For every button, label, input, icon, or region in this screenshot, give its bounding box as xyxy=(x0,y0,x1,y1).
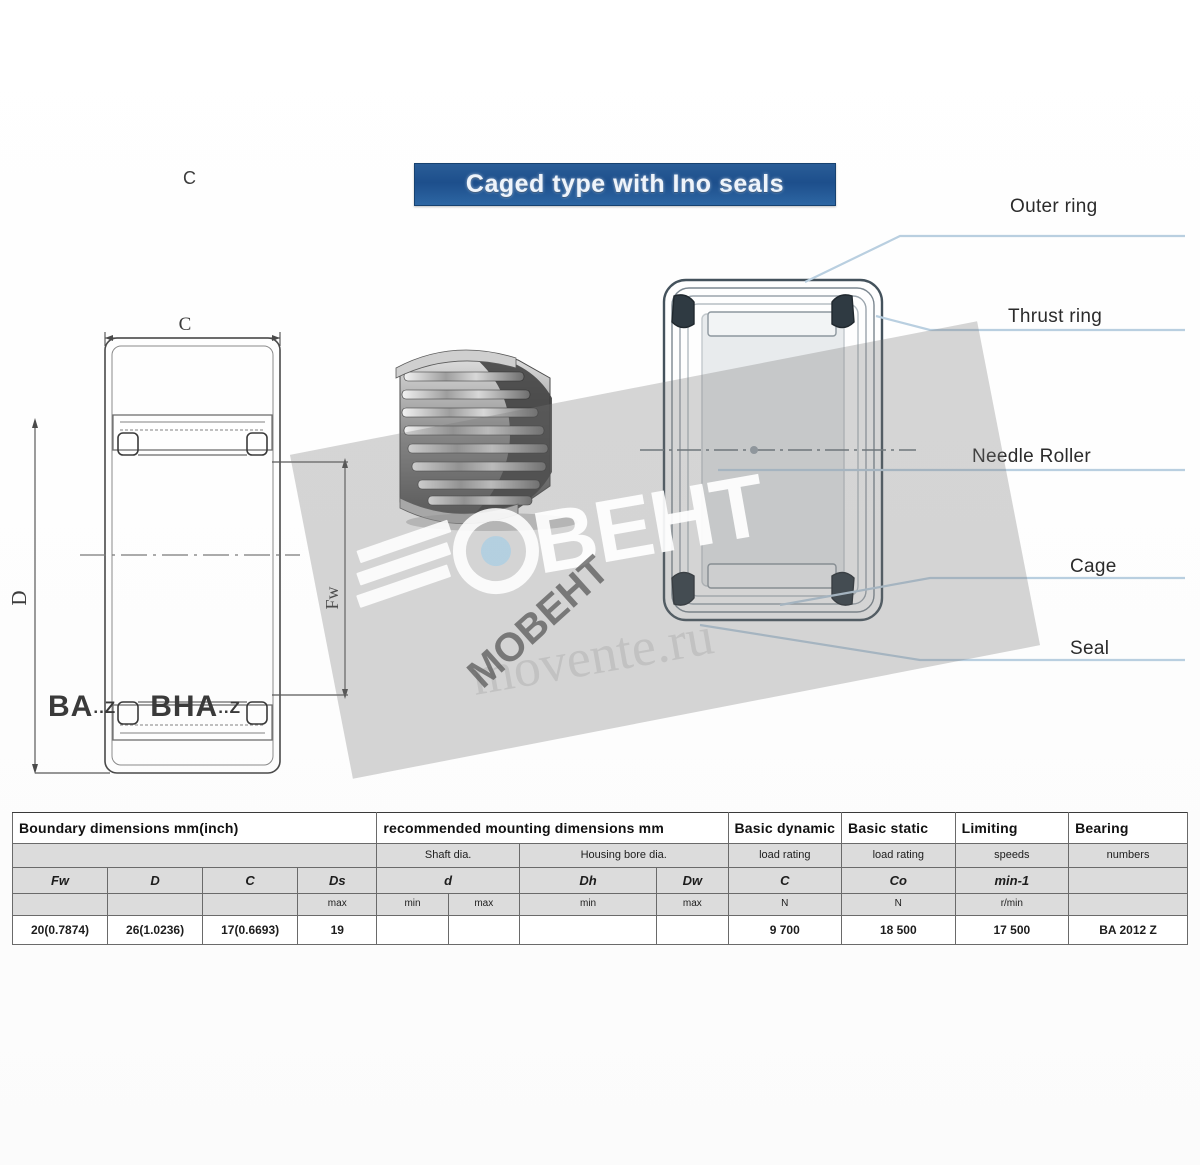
svg-text:C: C xyxy=(179,314,192,335)
group-basic-dynamic: Basic dynamic xyxy=(727,812,843,844)
designation-ba: BA..Z xyxy=(48,690,117,723)
cell-c-dyn: 9 700 xyxy=(727,915,843,945)
designation-bha: BHA..Z xyxy=(150,690,242,723)
unit-fw xyxy=(11,893,109,916)
needle-roller-cage-photo xyxy=(372,322,587,537)
subgroup-static-load-rating: load rating xyxy=(841,843,956,868)
cell-shaft-max xyxy=(447,915,520,945)
unit-c-dyn: N xyxy=(727,893,843,916)
section-title-text: Caged type with Ino seals xyxy=(465,170,785,198)
unit-co: N xyxy=(841,893,956,916)
symbol-d: D xyxy=(107,867,204,894)
cell-bearing-no: BA 2012 Z xyxy=(1068,915,1188,945)
group-mounting-dimensions: recommended mounting dimensions mm xyxy=(376,812,729,844)
section-title-banner: Caged type with Ino seals xyxy=(414,163,836,206)
cell-housing-max xyxy=(656,915,729,945)
symbol-speed: min-1 xyxy=(954,867,1070,894)
symbol-d-shaft: d xyxy=(376,867,520,894)
subgroup-housing-bore-dia: Housing bore dia. xyxy=(518,843,729,868)
subgroup-shaft-dia: Shaft dia. xyxy=(376,843,520,868)
symbol-c: C xyxy=(202,867,299,894)
cell-ds-max: 19 xyxy=(297,915,378,945)
bearing-designations: BA..Z BHA..Z xyxy=(48,690,241,724)
svg-text:Fw: Fw xyxy=(322,586,342,609)
unit-housing-max: max xyxy=(656,893,729,916)
callout-leader-lines xyxy=(699,234,1185,662)
symbol-dw: Dw xyxy=(656,867,729,894)
unit-ds-max: max xyxy=(297,893,378,916)
callout-seal: Seal xyxy=(1070,638,1110,659)
group-bearing: Bearing xyxy=(1068,812,1188,844)
symbol-co: Co xyxy=(841,867,956,894)
unit-shaft-max: max xyxy=(447,893,520,916)
subgroup-speeds: speeds xyxy=(954,843,1070,868)
cell-fw: 20(0.7874) xyxy=(11,915,109,945)
callout-needle-roller: Needle Roller xyxy=(972,446,1092,467)
designation-ba-suffix: ..Z xyxy=(93,698,117,718)
group-basic-static: Basic static xyxy=(841,812,956,844)
cross-section-drawing: C D Fw xyxy=(0,150,400,774)
symbol-c-dyn: C xyxy=(727,867,843,894)
unit-speed: r/min xyxy=(954,893,1070,916)
callout-thrust-ring: Thrust ring xyxy=(1008,306,1103,327)
callout-outer-ring: Outer ring xyxy=(1010,196,1098,217)
cell-housing-min xyxy=(518,915,658,945)
table-row: 20(0.7874) 26(1.0236) 17(0.6693) 19 9 70… xyxy=(11,915,1188,945)
cell-speed: 17 500 xyxy=(954,915,1070,945)
unit-c xyxy=(202,893,299,916)
specifications-table: Boundary dimensions mm(inch) recommended… xyxy=(11,812,1188,945)
cell-co: 18 500 xyxy=(841,915,956,945)
table-unit-row: max min max min max N N r/min xyxy=(11,893,1188,916)
group-boundary-dimensions: Boundary dimensions mm(inch) xyxy=(11,812,378,844)
symbol-dh: Dh xyxy=(518,867,658,894)
table-body: 20(0.7874) 26(1.0236) 17(0.6693) 19 9 70… xyxy=(11,915,1188,945)
symbol-ds: Ds xyxy=(297,867,378,894)
unit-blank xyxy=(1068,893,1188,916)
subgroup-dynamic-load-rating: load rating xyxy=(727,843,843,868)
unit-shaft-min: min xyxy=(376,893,449,916)
svg-text:D: D xyxy=(7,590,31,605)
table-subgroup-row: Shaft dia. Housing bore dia. load rating… xyxy=(11,843,1188,868)
cell-c: 17(0.6693) xyxy=(202,915,299,945)
designation-bha-suffix: ..Z xyxy=(218,698,242,718)
subgroup-blank xyxy=(11,843,378,868)
group-limiting: Limiting xyxy=(954,812,1070,844)
table-symbol-row: Fw D C Ds d Dh Dw C Co min-1 xyxy=(11,867,1188,894)
table-group-header-row: Boundary dimensions mm(inch) recommended… xyxy=(11,812,1188,844)
symbol-blank xyxy=(1068,867,1188,894)
unit-housing-min: min xyxy=(518,893,658,916)
symbol-fw: Fw xyxy=(11,867,109,894)
subgroup-numbers: numbers xyxy=(1068,843,1188,868)
cell-shaft-min xyxy=(376,915,449,945)
callout-cage: Cage xyxy=(1070,556,1117,577)
cutaway-drawing xyxy=(630,250,950,650)
cell-d: 26(1.0236) xyxy=(107,915,204,945)
dim-label-width: C xyxy=(183,168,196,188)
unit-d xyxy=(107,893,204,916)
